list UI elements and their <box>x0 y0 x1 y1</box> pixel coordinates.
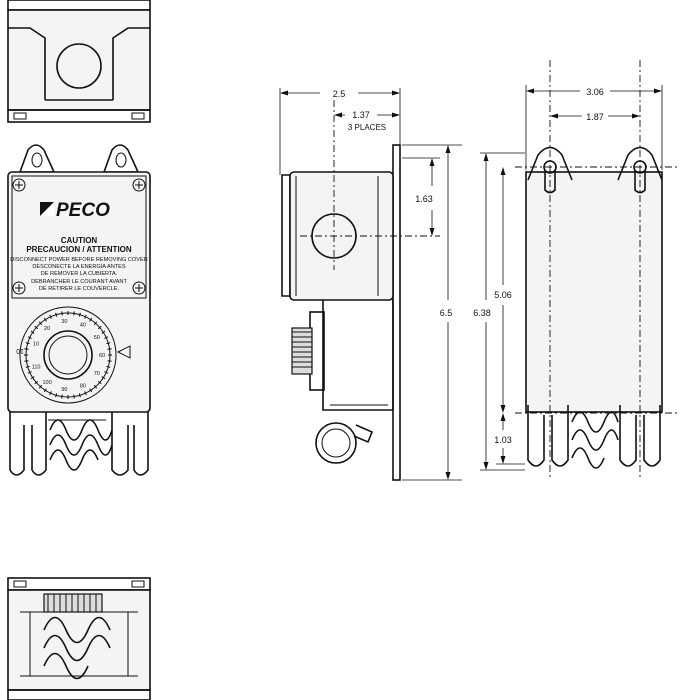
dial-tick <box>34 380 39 385</box>
dial-tick <box>38 321 43 326</box>
dial-mark-label: 110 <box>32 365 41 371</box>
brand-name: PECO <box>56 200 110 221</box>
warning-line-2: PRECAUCION / ATTENTION <box>26 245 132 254</box>
dial-tick <box>104 336 109 339</box>
warning-line-7: DE RETIRER LE COUVERCLE. <box>39 286 120 292</box>
sensing-coil <box>9 412 149 476</box>
dial-mark-label: 100 <box>43 380 52 386</box>
dial-tick <box>89 317 93 322</box>
dial-tick <box>78 393 81 398</box>
dial-tick <box>61 394 63 399</box>
dial-tick <box>25 342 30 345</box>
warning-line-4: DESCONECTE LA ENERGÍA ANTES <box>32 263 126 270</box>
dial-tick <box>106 365 111 368</box>
side-view <box>281 100 440 481</box>
dial-tick <box>49 314 52 319</box>
dial-mark-label: 10 <box>33 341 39 347</box>
dial-tick <box>25 365 30 368</box>
dim-mount-height: 6.38 <box>473 308 491 318</box>
dial-tick <box>107 348 112 350</box>
dial-tick <box>97 325 102 330</box>
dial-tick <box>107 360 112 362</box>
bottom-view <box>7 577 151 700</box>
temperature-dial: 10 20 30 40 50 60 70 80 90 100 110 10 <box>16 306 131 404</box>
dial-pointer-icon <box>116 345 131 359</box>
dim-overall-width-back: 3.06 <box>586 87 604 97</box>
mounting-ear-right <box>102 144 140 173</box>
dial-tick <box>104 371 109 374</box>
conduit-hole-top <box>56 43 102 89</box>
dial-tick <box>30 330 35 334</box>
warning-line-5: DE REMOVER LA CUBIERTA. <box>41 271 118 277</box>
dim-hole-offset: 1.37 <box>352 110 370 120</box>
dial-mark-label: 90 <box>61 387 67 393</box>
dim-hole-vertical: 1.63 <box>415 194 433 204</box>
warning-line-3: DISCONNECT POWER BEFORE REMOVING COVER <box>10 257 148 263</box>
dim-overall-height: 6.5 <box>440 308 453 318</box>
dial-tick <box>34 325 39 330</box>
top-view <box>7 0 151 123</box>
warning-line-6: DÉBRANCHER LE COURANT AVANT <box>31 278 127 285</box>
warning-line-1: CAUTION <box>61 236 98 245</box>
dial-tick <box>101 376 106 380</box>
dial-mark-label: 20 <box>44 326 50 332</box>
dial-tick <box>101 330 106 334</box>
dial-tick <box>27 371 32 374</box>
dial-mark-label: 50 <box>94 335 100 341</box>
screw-icon <box>12 178 146 295</box>
dim-overall-width-side: 2.5 <box>333 89 346 99</box>
dial-tick <box>30 376 35 380</box>
dial-side-mark: 10 <box>16 347 24 354</box>
sensing-bulb-ring <box>315 422 357 464</box>
dial-mark-label: 40 <box>80 322 86 328</box>
dim-slot-spacing: 5.06 <box>494 290 512 300</box>
dial-tick <box>24 348 29 350</box>
front-view: PECO CAUTION PRECAUCION / ATTENTION DISC… <box>7 144 151 476</box>
dial-tick <box>61 311 63 316</box>
dial-tick <box>73 394 75 399</box>
dial-tick <box>84 391 87 396</box>
dial-tick <box>55 312 58 317</box>
dimensions: 2.5 1.37 3 PLACES 1.63 6.5 6.38 5.06 <box>279 85 663 481</box>
dim-bottom-offset: 1.03 <box>494 435 512 445</box>
dial-tick <box>106 342 111 345</box>
back-view <box>515 60 680 480</box>
dial-tick <box>38 384 43 389</box>
dial-tick <box>97 380 102 385</box>
dial-tick <box>43 388 47 393</box>
dial-tick <box>93 321 98 326</box>
dial-tick <box>27 336 32 339</box>
dial-tick <box>84 314 87 319</box>
dial-tick <box>78 312 81 317</box>
dim-hole-offset-note: 3 PLACES <box>348 123 386 132</box>
mounting-ear-left <box>18 144 56 173</box>
dial-mark-label: 30 <box>61 319 67 325</box>
dial-tick <box>49 391 52 396</box>
dial-tick <box>73 311 75 316</box>
mounting-plate <box>392 144 401 481</box>
dial-mark-label: 60 <box>99 353 105 359</box>
dial-tick <box>93 384 98 389</box>
dial-tick <box>43 317 47 322</box>
dial-tick <box>24 360 29 362</box>
peco-logo: PECO <box>40 200 110 221</box>
dial-scale: 10 20 30 40 50 60 70 80 90 100 110 <box>24 311 112 399</box>
warning-label: CAUTION PRECAUCION / ATTENTION DISCONNEC… <box>10 236 148 292</box>
dial-mark-label: 80 <box>80 384 86 390</box>
dim-slot-center-width: 1.87 <box>586 112 604 122</box>
dial-tick <box>55 393 58 398</box>
dial-mark-label: 70 <box>94 371 100 377</box>
dial-tick <box>89 388 93 393</box>
